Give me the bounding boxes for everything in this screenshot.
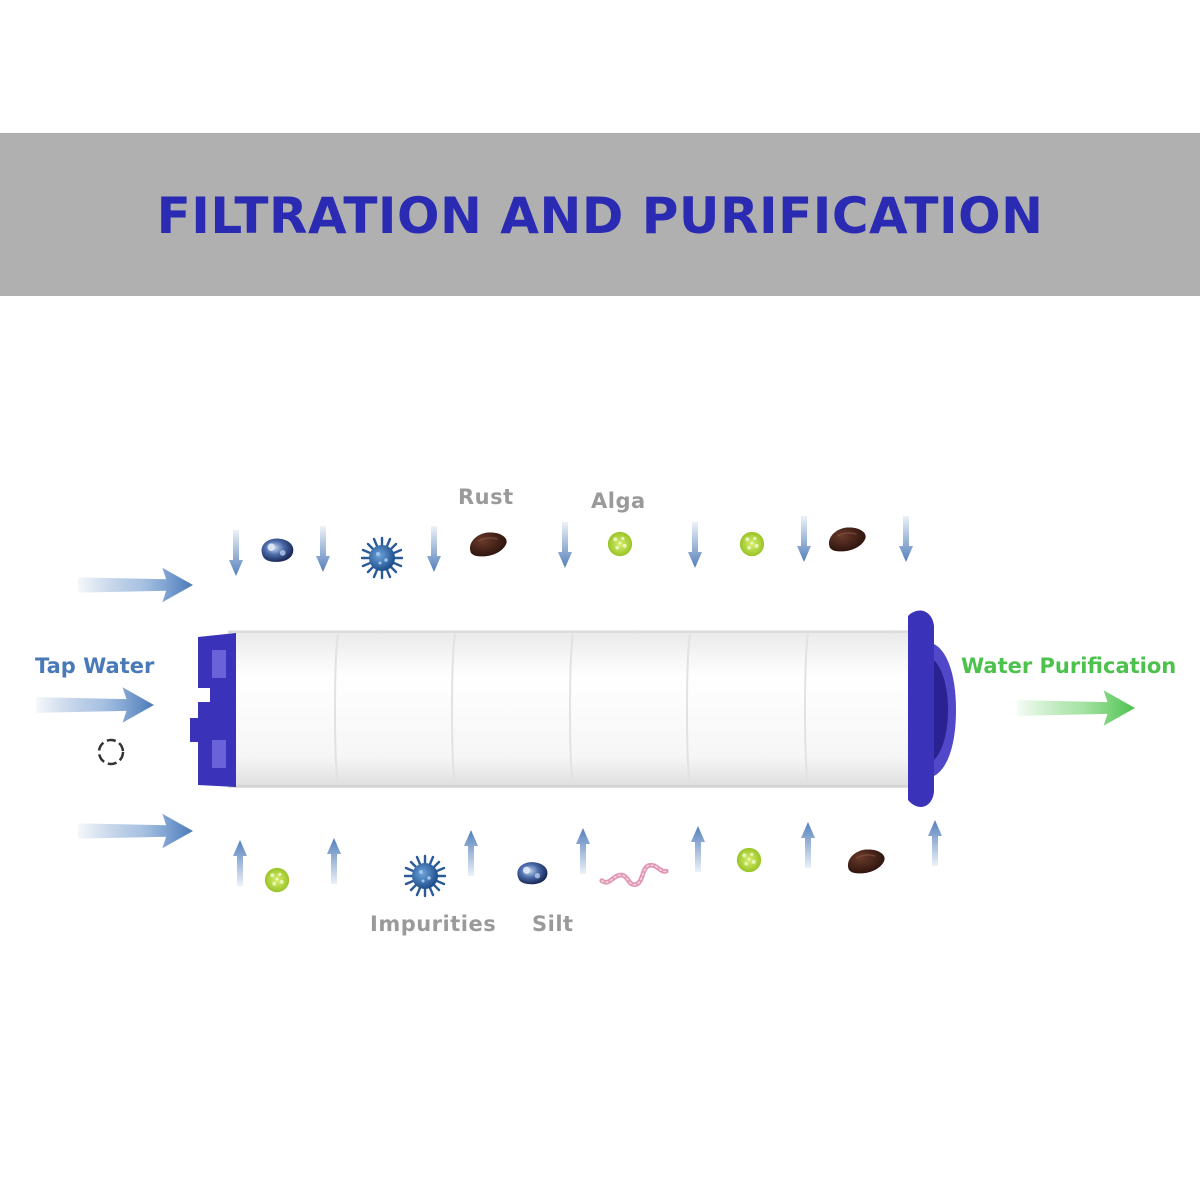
right-end-cap: [908, 610, 956, 807]
output-arrow-icon: [1017, 690, 1135, 726]
small-arrow-icon: [327, 838, 341, 884]
rust-icon: [469, 531, 508, 558]
rust-icon: [828, 526, 867, 553]
small-arrow-icon: [464, 830, 478, 876]
small-arrow-icon: [576, 828, 590, 874]
silt-icon: [517, 862, 548, 885]
input-arrow-middle-icon: [36, 687, 154, 723]
rust-label: Rust: [458, 485, 514, 509]
small-arrow-icon: [558, 522, 572, 568]
bacteria-icon: [360, 536, 404, 580]
input-arrow-top-icon: [78, 567, 193, 603]
small-arrow-icon: [229, 530, 243, 576]
alga-icon: [264, 867, 290, 893]
left-end-cap: [190, 633, 236, 787]
water-purification-label: Water Purification: [961, 654, 1177, 678]
top-flow-arrows: [229, 516, 913, 576]
alga-label: Alga: [591, 489, 646, 513]
alga-icon: [739, 531, 765, 557]
silt-icon: [261, 538, 294, 562]
small-arrow-icon: [899, 516, 913, 562]
small-arrow-icon: [688, 522, 702, 568]
small-arrow-icon: [801, 822, 815, 868]
rust-icon: [847, 848, 886, 875]
input-arrow-bottom-icon: [78, 813, 193, 849]
filter-cartridge: [228, 630, 913, 788]
ring-icon: [97, 738, 125, 766]
worm-icon: [602, 865, 666, 884]
bottom-flow-arrows: [233, 820, 942, 886]
small-arrow-icon: [928, 820, 942, 866]
title-banner: [0, 133, 1200, 296]
page-title: FILTRATION AND PURIFICATION: [156, 187, 1044, 245]
alga-icon: [607, 531, 633, 557]
bacteria-icon: [403, 854, 447, 898]
small-arrow-icon: [233, 840, 247, 886]
silt-label: Silt: [532, 912, 574, 936]
alga-icon: [736, 847, 762, 873]
small-arrow-icon: [316, 526, 330, 572]
small-arrow-icon: [691, 826, 705, 872]
impurities-label: Impurities: [370, 912, 497, 936]
tap-water-label: Tap Water: [35, 654, 155, 678]
small-arrow-icon: [427, 526, 441, 572]
small-arrow-icon: [797, 516, 811, 562]
